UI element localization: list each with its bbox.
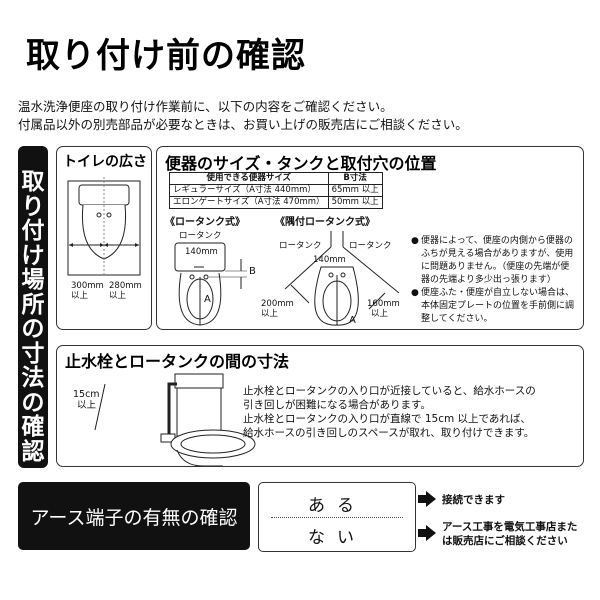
valve-text-line-1: 止水栓とロータンクの入り口が近接していると、給水ホースの [243, 385, 536, 397]
corner-tank-right-label: ロータンク [349, 241, 392, 251]
intro-line-2: 付属品以外の別売部品が必要なときは、お買い上げの販売店にご相談ください。 [18, 117, 468, 132]
toilet-width-panel: トイレの広さ 300mm 以上 280mm 以上 [56, 146, 152, 330]
valve-distance-panel: 止水栓とロータンクの間の寸法 15cm 以上 止水栓とロータンクの入り口が近接し… [56, 345, 584, 467]
toilet-width-heading: トイレの広さ [63, 154, 147, 170]
corner-tank-hole-spacing: 140mm [313, 255, 346, 265]
section-sidebar: 取り付け場所の寸法の確認 [18, 146, 48, 468]
corner-left-clearance: 200mm [261, 299, 294, 309]
arrow-right-icon [418, 491, 436, 507]
earth-result-no-line-1: アース工事を電気工事店また [442, 521, 578, 533]
intro-line-1: 温水洗浄便座の取り付け作業前に、以下の内容をご確認ください。 [18, 99, 393, 114]
table-row: エロンゲートサイズ（A寸法 470mm） 50mm 以上 [169, 196, 383, 209]
earth-result-no-line-2: は販売店にご相談ください [442, 535, 568, 547]
valve-distance-min: 以上 [77, 400, 97, 411]
page-title: 取り付け前の確認 [26, 36, 306, 76]
valve-text-line-4: 給水ホースの引き回しのスペースが取れ、取り付けできます。 [243, 427, 535, 439]
corner-tank-diagram [284, 231, 400, 326]
right-clearance-min: 以上 [109, 291, 127, 301]
tank-position-panel: 便器のサイズ・タンクと取付穴の位置 使用できる便器サイズ B寸法 レギュラーサイ… [156, 146, 584, 330]
corner-tank-left-label: ロータンク [279, 241, 322, 251]
low-tank-label: 《ロータンク式》 [165, 217, 245, 228]
earth-option-no: ない [308, 528, 366, 548]
right-clearance: 280mm [109, 281, 142, 291]
table-header: B寸法 [327, 172, 383, 185]
left-clearance-min: 以上 [71, 291, 89, 301]
valve-text-line-3: 止水栓とロータンクの入り口が直線で 15cm 以上であれば、 [243, 413, 531, 425]
toilet-width-diagram [67, 177, 141, 277]
divider [271, 517, 403, 518]
valve-text-line-2: 引き回しが困難になる場合があります。 [243, 399, 431, 411]
low-tank-b-label: B [249, 266, 256, 277]
arrow-right-icon [418, 525, 436, 541]
earth-options-box: ある ない [258, 482, 416, 552]
earth-check-label: アース端子の有無の確認 [18, 482, 250, 550]
note-1: ● 便器によって、便座の内側から便器のふちが見える場合がありますが、使用に問題あ… [411, 236, 574, 285]
corner-tank-label: 《隅付ロータンク式》 [275, 217, 375, 228]
earth-option-yes: ある [308, 496, 366, 516]
table-row: レギュラーサイズ（A寸法 440mm） 65mm 以上 [169, 184, 383, 197]
valve-distance-dim: 15cm [73, 389, 100, 400]
corner-tank-a-label: A [349, 315, 356, 326]
corner-right-clearance-min: 以上 [371, 309, 389, 319]
tank-position-heading: 便器のサイズ・タンクと取付穴の位置 [165, 154, 437, 173]
corner-right-clearance: 160mm [367, 299, 400, 309]
low-tank-tank-label: ロータンク [179, 231, 222, 241]
note-2: ● 便座ふた・便座が自立しない場合は、本体固定プレートの位置を手前側に調整してく… [411, 288, 575, 324]
bullet-icon: ● [411, 288, 419, 298]
low-tank-a-label: A [204, 294, 211, 305]
valve-distance-heading: 止水栓とロータンクの間の寸法 [65, 352, 290, 371]
low-tank-hole-spacing: 140mm [185, 247, 218, 257]
sidebar-label: 取り付け場所の寸法の確認 [21, 169, 45, 465]
toilet-size-table: 使用できる便器サイズ B寸法 レギュラーサイズ（A寸法 440mm） 65mm … [169, 172, 383, 209]
toilet-valve-illustration [94, 373, 256, 466]
corner-left-clearance-min: 以上 [261, 309, 279, 319]
earth-result-yes: 接続できます [442, 494, 505, 506]
low-tank-diagram [174, 242, 247, 326]
table-header: 使用できる便器サイズ [169, 172, 329, 185]
left-clearance: 300mm [71, 281, 104, 291]
bullet-icon: ● [411, 236, 419, 246]
